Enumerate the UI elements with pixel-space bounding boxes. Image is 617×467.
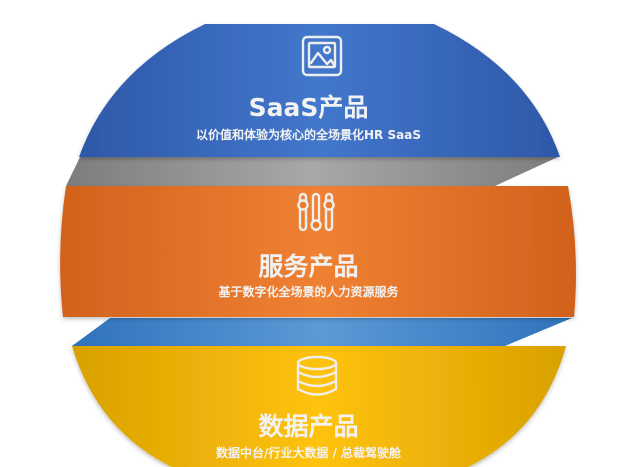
layer-saas-title: SaaS产品	[248, 93, 369, 122]
sliders-icon	[297, 192, 335, 232]
layer-service-shape	[60, 186, 576, 317]
connector-band-gray	[66, 157, 558, 186]
layer-data-shape	[72, 346, 566, 467]
layer-data-subtitle: 数据中台/行业大数据 / 总裁驾驶舱	[215, 446, 402, 460]
layer-saas-shape	[79, 24, 560, 157]
image-icon	[301, 35, 343, 77]
layer-service-title: 服务产品	[258, 252, 359, 281]
layer-data-title: 数据产品	[258, 412, 359, 441]
connector-band-blue	[72, 318, 572, 346]
layer-saas-subtitle: 以价值和体验为核心的全场景化HR SaaS	[196, 128, 421, 142]
database-icon	[296, 355, 338, 396]
layer-service-subtitle: 基于数字化全场景的人力资源服务	[218, 285, 399, 299]
